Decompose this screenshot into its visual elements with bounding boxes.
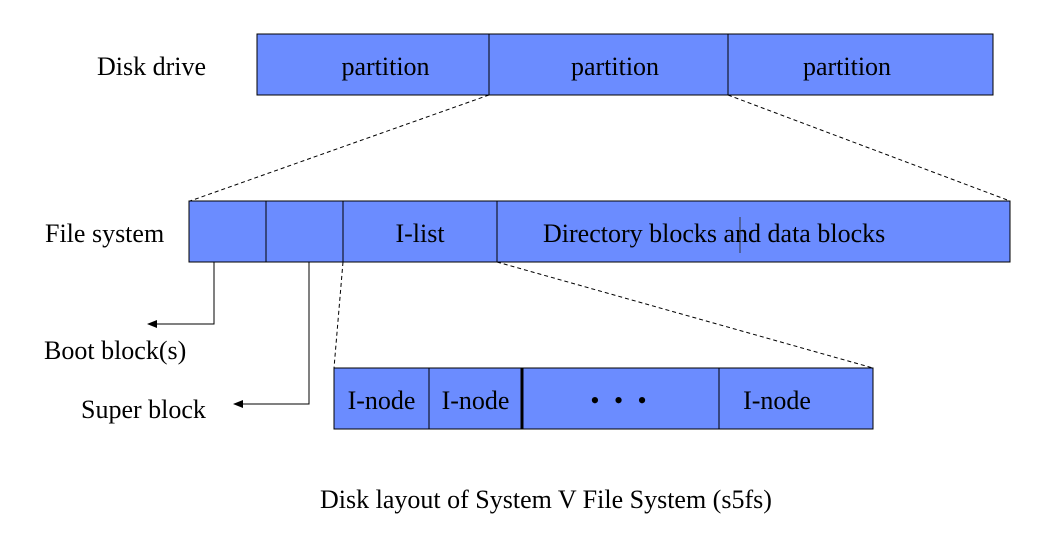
inode-label-2: I-node	[441, 386, 510, 415]
inode-ellipsis-cell	[521, 367, 720, 430]
file-system-label: File system	[45, 219, 165, 248]
zoom-line-right	[727, 94, 1011, 202]
inode-label-1: I-node	[347, 386, 416, 415]
partition-label-1: partition	[341, 52, 430, 81]
boot-block-label: Boot block(s)	[44, 336, 187, 365]
data-blocks-label: Directory blocks and data blocks	[543, 219, 886, 248]
data-blocks	[496, 200, 1011, 263]
inode-ellipsis: • • •	[590, 386, 651, 415]
diagram-caption: Disk layout of System V File System (s5f…	[320, 485, 772, 514]
ilist-block	[342, 200, 498, 263]
inode-cell-2	[428, 367, 523, 430]
partition-block-2	[488, 33, 729, 96]
inode-cell-last	[718, 367, 874, 430]
inode-label-last: I-node	[743, 386, 811, 415]
ilist-label: I-list	[395, 219, 445, 248]
disk-drive-label: Disk drive	[97, 52, 207, 81]
boot-block	[188, 200, 267, 263]
boot-block-arrow	[147, 262, 215, 328]
super-block-label: Super block	[81, 395, 206, 424]
partition-block-3	[727, 33, 994, 96]
file-system-bar	[188, 200, 1011, 263]
partition-block-1	[256, 33, 490, 96]
inode-cell-1	[333, 367, 430, 430]
disk-drive-bar	[256, 33, 994, 96]
zoom-line-left	[189, 94, 490, 202]
ilist-zoom-right	[496, 261, 874, 369]
super-block-arrow	[233, 262, 310, 408]
partition-label-2: partition	[570, 52, 660, 81]
ilist-zoom-left	[333, 261, 344, 369]
super-block	[265, 200, 344, 263]
inode-bar	[333, 367, 874, 430]
partition-label-3: partition	[802, 52, 892, 81]
